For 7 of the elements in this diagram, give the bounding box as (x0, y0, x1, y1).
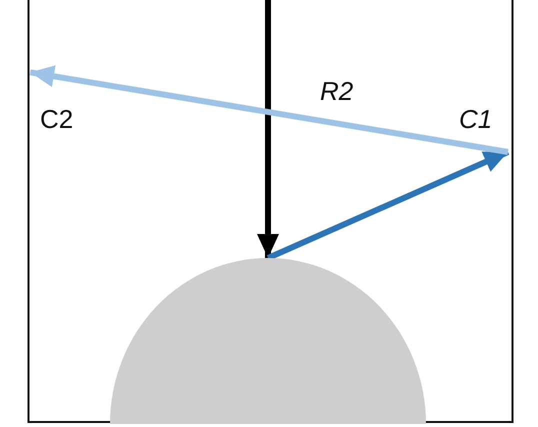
dome-shape (110, 258, 426, 424)
arrow (266, 149, 510, 261)
vector-label: C2 (40, 104, 74, 134)
arrow (30, 65, 508, 155)
arrow (257, 0, 279, 258)
edge-label: R2 (320, 76, 354, 106)
vector-label: C1 (459, 104, 492, 134)
